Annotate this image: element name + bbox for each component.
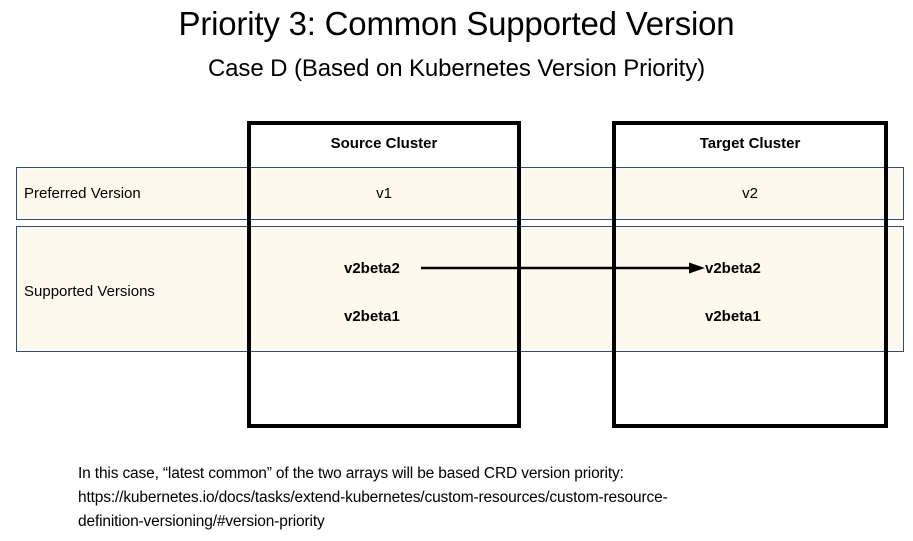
source-supported-version: v2beta2 — [344, 260, 400, 277]
source-cluster-box — [247, 121, 521, 428]
version-mapping-arrow-icon — [421, 262, 705, 274]
target-supported-version: v2beta2 — [705, 260, 761, 277]
table-row — [16, 226, 904, 352]
target-supported-version: v2beta1 — [705, 308, 761, 325]
caption: In this case, “latest common” of the two… — [78, 462, 838, 534]
row-label-preferred-version: Preferred Version — [24, 185, 141, 202]
table-row — [16, 167, 904, 220]
preferred-version-source-value: v1 — [376, 185, 392, 202]
row-label-supported-versions: Supported Versions — [24, 283, 155, 300]
caption-line-1: In this case, “latest common” of the two… — [78, 465, 624, 482]
preferred-version-target-value: v2 — [742, 185, 758, 202]
source-cluster-label: Source Cluster — [330, 135, 438, 152]
caption-line-3: definition-versioning/#version-priority — [78, 513, 325, 530]
caption-line-2: https://kubernetes.io/docs/tasks/extend-… — [78, 489, 668, 506]
slide-title: Priority 3: Common Supported Version — [178, 5, 735, 42]
source-supported-version: v2beta1 — [344, 308, 400, 325]
target-cluster-label: Target Cluster — [699, 135, 801, 152]
slide-subtitle: Case D (Based on Kubernetes Version Prio… — [207, 55, 706, 82]
target-cluster-box — [612, 121, 888, 428]
